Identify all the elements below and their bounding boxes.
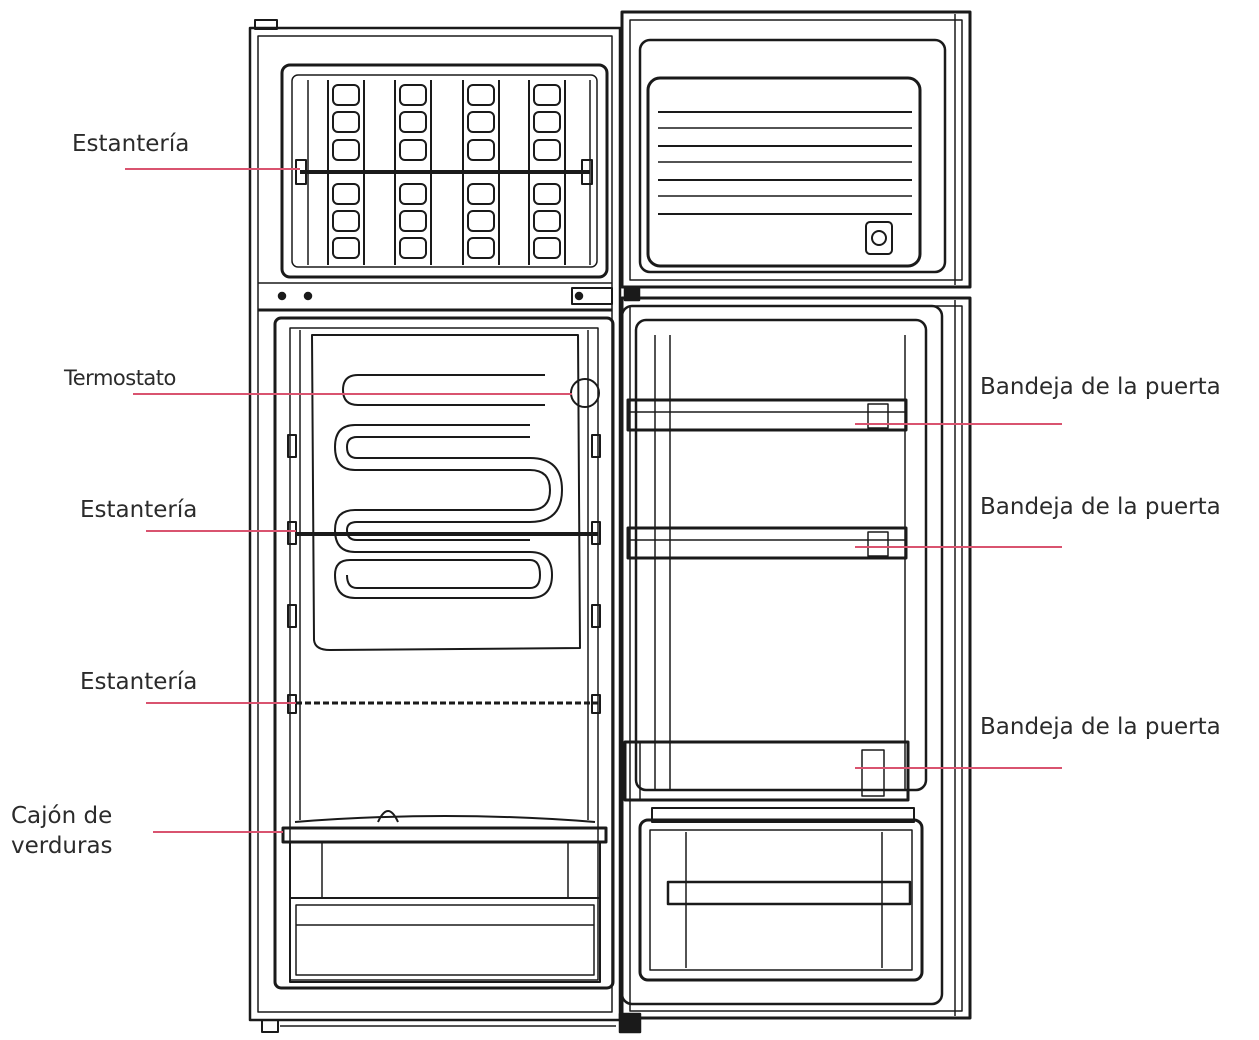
label-door-tray-2: Bandeja de la puerta — [980, 494, 1221, 520]
label-freezer-shelf: Estantería — [72, 131, 190, 157]
label-thermostat: Termostato — [64, 366, 176, 390]
label-crisper-line2: verduras — [11, 833, 113, 859]
label-door-tray-1: Bandeja de la puerta — [980, 374, 1221, 400]
crisper-drawer — [281, 810, 608, 983]
evaporator-coil — [334, 374, 600, 599]
label-shelf-lower: Estantería — [80, 669, 198, 695]
freezer-door — [620, 10, 972, 302]
fresh-food-compartment — [273, 316, 615, 990]
label-door-tray-3: Bandeja de la puerta — [980, 714, 1221, 740]
label-crisper-line1: Cajón de — [11, 803, 113, 829]
freezer-rack — [327, 80, 566, 265]
leader-lines — [125, 168, 1062, 833]
divider-strip — [258, 282, 613, 312]
fridge-door — [620, 296, 972, 1020]
freezer-compartment — [280, 63, 609, 279]
label-shelf-upper: Estantería — [80, 497, 198, 523]
fridge-shelves — [296, 532, 598, 705]
label-crisper: Cajón de verduras — [11, 801, 161, 861]
